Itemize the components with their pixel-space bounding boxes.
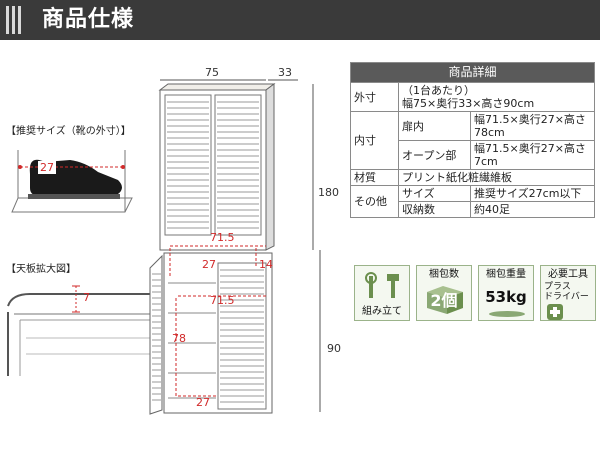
shoe-size-value: 27 [38, 161, 56, 174]
shoe-size-label: 【推奨サイズ（靴の外寸）】 [6, 126, 131, 137]
spec-row-inner-door: 内寸 扉内 幅71.5×奥行27×高さ78cm [350, 111, 595, 170]
spec-value: プリント紙化粧繊維板 [398, 169, 595, 186]
spec-head: その他 [350, 185, 399, 218]
shoe-illustration [11, 150, 133, 213]
spec-row-capacity: 収納数 約40足 [351, 201, 595, 218]
spec-header: 商品詳細 [350, 62, 595, 83]
dim-inner-gap: 14 [259, 258, 273, 271]
dim-inner-width-top: 71.5 [210, 231, 235, 244]
spec-sub: サイズ [398, 185, 471, 202]
feature-assembly: 組み立て [354, 265, 410, 321]
spec-value: 幅71.5×奥行27×高さ7cm [470, 140, 595, 170]
header-stripe [6, 6, 9, 34]
dim-top-depth: 33 [278, 66, 292, 79]
feature-label: 梱包重量 [486, 269, 526, 280]
feature-label: 必要工具 [548, 269, 588, 280]
feature-value: 2個 [430, 291, 458, 310]
dim-inner-width-mid: 71.5 [210, 294, 235, 307]
spec-table: 商品詳細 外寸 （1台あたり） 幅75×奥行33×高さ90cm 内寸 扉内 幅7… [350, 62, 595, 218]
dim-height-upper: 180 [318, 186, 339, 199]
spec-sub: オープン部 [398, 140, 471, 170]
spec-row-outer: 外寸 （1台あたり） 幅75×奥行33×高さ90cm [350, 82, 595, 112]
top-view-value: 7 [83, 291, 90, 304]
spec-head: 内寸 [350, 111, 399, 170]
spec-value: （1台あたり） 幅75×奥行33×高さ90cm [398, 82, 595, 112]
spec-value: 推奨サイズ27cm以下 [470, 185, 595, 202]
cabinet-diagram [149, 79, 321, 415]
spec-head: 材質 [350, 169, 399, 186]
feature-package-weight: 梱包重量 53kg [478, 265, 534, 321]
spec-row-size: その他 サイズ 推奨サイズ27cm以下 [350, 185, 595, 218]
feature-package-count: 梱包数 2個 [416, 265, 472, 321]
feature-label: 梱包数 [429, 269, 459, 280]
box-icon [427, 286, 463, 314]
top-view-label: 【天板拡大図】 [6, 264, 76, 275]
header-stripe [12, 6, 15, 34]
header-stripe [18, 6, 21, 34]
feature-label: 組み立て [362, 306, 402, 317]
spec-head: 外寸 [350, 82, 399, 112]
spec-value: 幅71.5×奥行27×高さ78cm [470, 111, 595, 141]
dim-height-lower: 90 [327, 342, 341, 355]
dim-inner-depth-bottom: 27 [196, 396, 210, 409]
spec-row-inner-open: オープン部 幅71.5×奥行27×高さ7cm [351, 140, 595, 170]
spec-sub: 収納数 [398, 201, 471, 218]
plus-icon [547, 304, 563, 320]
feature-value: 53kg [485, 288, 527, 306]
spec-row-material: 材質 プリント紙化粧繊維板 [350, 169, 595, 186]
scale-icon [489, 311, 525, 317]
dim-inner-depth-top: 27 [202, 258, 216, 271]
feature-value: プラス ドライバー [544, 282, 589, 302]
dim-inner-height: 78 [172, 332, 186, 345]
top-view-illustration [7, 285, 150, 376]
spec-sub: 扉内 [398, 111, 471, 141]
feature-required-tool: 必要工具 プラス ドライバー [540, 265, 596, 321]
page-header: 商品仕様 [0, 0, 600, 40]
tools-icon [365, 272, 399, 298]
spec-value: 約40足 [470, 201, 595, 218]
page-title: 商品仕様 [42, 7, 135, 32]
dim-top-width: 75 [205, 66, 219, 79]
